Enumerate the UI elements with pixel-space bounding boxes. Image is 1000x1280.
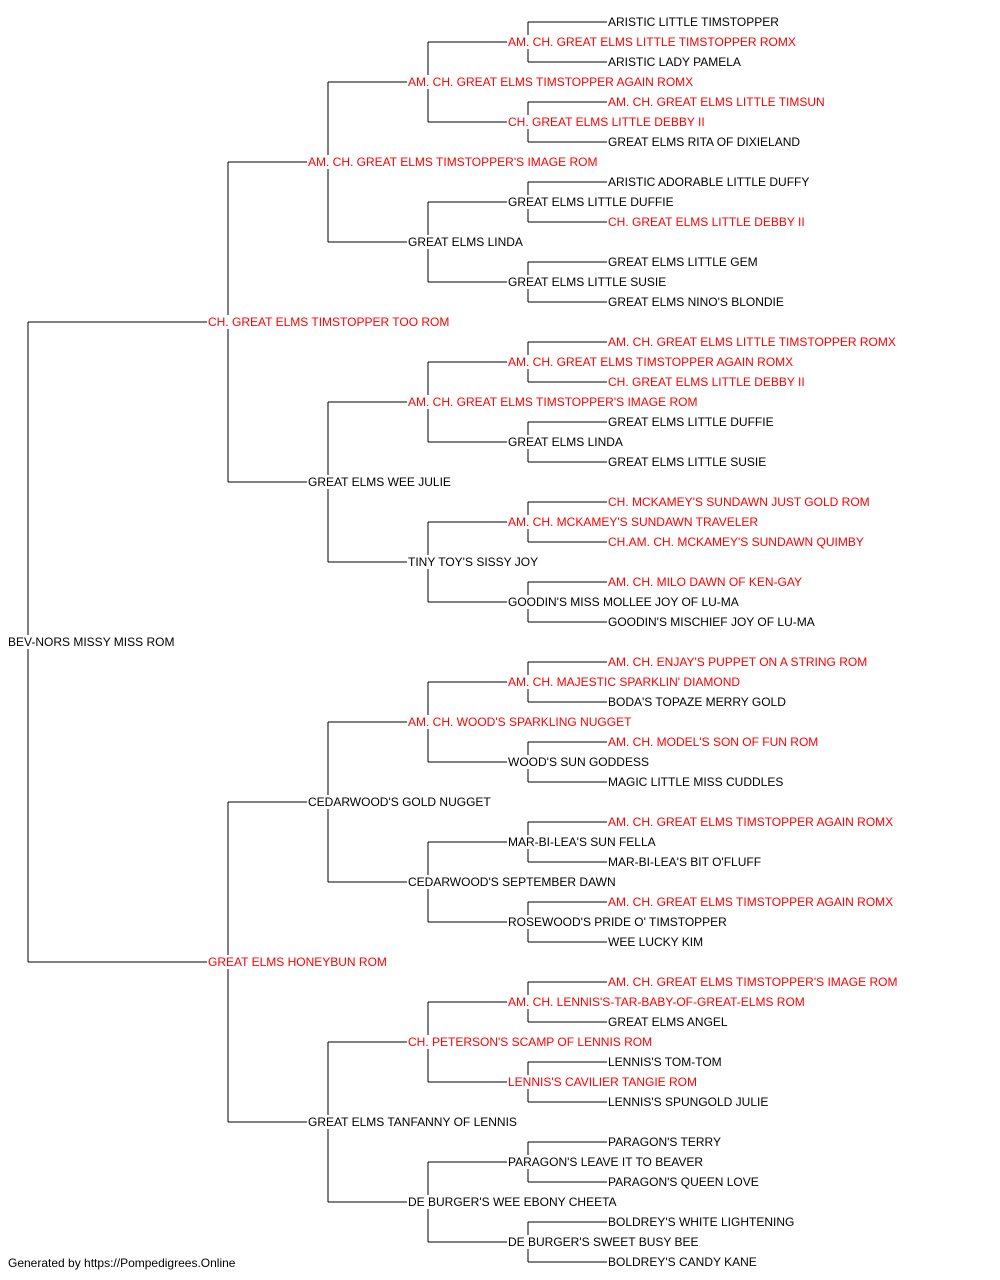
ancestor-name: DE BURGER'S WEE EBONY CHEETA <box>407 1195 618 1209</box>
ancestor-name: DE BURGER'S SWEET BUSY BEE <box>507 1235 700 1249</box>
ancestor-name: LENNIS'S CAVILIER TANGIE ROM <box>507 1075 698 1089</box>
ancestor-name: ARISTIC LADY PAMELA <box>607 55 742 69</box>
ancestor-name: AM. CH. WOOD'S SPARKLING NUGGET <box>407 715 633 729</box>
ancestor-name: WOOD'S SUN GODDESS <box>507 755 650 769</box>
ancestor-name: GREAT ELMS LITTLE DUFFIE <box>607 415 775 429</box>
ancestor-name: GREAT ELMS LITTLE SUSIE <box>507 275 668 289</box>
generated-by-footer: Generated by https://Pompedigrees.Online <box>8 1256 236 1270</box>
ancestor-name: MAR-BI-LEA'S SUN FELLA <box>507 835 657 849</box>
ancestor-name: CH. MCKAMEY'S SUNDAWN JUST GOLD ROM <box>607 495 871 509</box>
ancestor-name: WEE LUCKY KIM <box>607 935 705 949</box>
ancestor-name: AM. CH. MCKAMEY'S SUNDAWN TRAVELER <box>507 515 760 529</box>
ancestor-name: GREAT ELMS LINDA <box>507 435 624 449</box>
ancestor-name: AM. CH. ENJAY'S PUPPET ON A STRING ROM <box>607 655 869 669</box>
ancestor-name: CH. GREAT ELMS TIMSTOPPER TOO ROM <box>207 315 451 329</box>
ancestor-name: AM. CH. GREAT ELMS TIMSTOPPER AGAIN ROMX <box>407 75 695 89</box>
ancestor-name: PARAGON'S LEAVE IT TO BEAVER <box>507 1155 705 1169</box>
ancestor-name: MAGIC LITTLE MISS CUDDLES <box>607 775 785 789</box>
ancestor-name: ARISTIC LITTLE TIMSTOPPER <box>607 15 780 29</box>
ancestor-name: AM. CH. MODEL'S SON OF FUN ROM <box>607 735 820 749</box>
ancestor-name: BOLDREY'S CANDY KANE <box>607 1255 758 1269</box>
ancestor-name: GOODIN'S MISCHIEF JOY OF LU-MA <box>607 615 816 629</box>
ancestor-name: AM. CH. GREAT ELMS TIMSTOPPER'S IMAGE RO… <box>307 155 599 169</box>
ancestor-name: AM. CH. GREAT ELMS LITTLE TIMSUN <box>607 95 826 109</box>
ancestor-name: CH. GREAT ELMS LITTLE DEBBY II <box>507 115 706 129</box>
ancestor-name: ROSEWOOD'S PRIDE O' TIMSTOPPER <box>507 915 728 929</box>
ancestor-name: AM. CH. GREAT ELMS TIMSTOPPER'S IMAGE RO… <box>607 975 899 989</box>
ancestor-name: AM. CH. GREAT ELMS TIMSTOPPER AGAIN ROMX <box>507 355 795 369</box>
ancestor-name: GREAT ELMS RITA OF DIXIELAND <box>607 135 802 149</box>
subject-dog-name: BEV-NORS MISSY MISS ROM <box>7 635 176 649</box>
ancestor-name: GREAT ELMS LITTLE GEM <box>607 255 759 269</box>
ancestor-name: CH. PETERSON'S SCAMP OF LENNIS ROM <box>407 1035 654 1049</box>
ancestor-name: CH. GREAT ELMS LITTLE DEBBY II <box>607 215 806 229</box>
ancestor-name: GREAT ELMS LINDA <box>407 235 524 249</box>
ancestor-name: AM. CH. GREAT ELMS LITTLE TIMSTOPPER ROM… <box>607 335 897 349</box>
ancestor-name: CH. GREAT ELMS LITTLE DEBBY II <box>607 375 806 389</box>
ancestor-name: BODA'S TOPAZE MERRY GOLD <box>607 695 787 709</box>
ancestor-name: LENNIS'S TOM-TOM <box>607 1055 723 1069</box>
ancestor-name: PARAGON'S QUEEN LOVE <box>607 1175 760 1189</box>
ancestor-name: LENNIS'S SPUNGOLD JULIE <box>607 1095 770 1109</box>
ancestor-name: TINY TOY'S SISSY JOY <box>407 555 540 569</box>
ancestor-name: AM. CH. GREAT ELMS TIMSTOPPER'S IMAGE RO… <box>407 395 699 409</box>
ancestor-name: GREAT ELMS LITTLE SUSIE <box>607 455 768 469</box>
ancestor-name: AM. CH. GREAT ELMS TIMSTOPPER AGAIN ROMX <box>607 895 895 909</box>
ancestor-name: AM. CH. LENNIS'S-TAR-BABY-OF-GREAT-ELMS … <box>507 995 806 1009</box>
ancestor-name: GREAT ELMS NINO'S BLONDIE <box>607 295 785 309</box>
ancestor-name: AM. CH. MAJESTIC SPARKLIN' DIAMOND <box>507 675 742 689</box>
ancestor-name: PARAGON'S TERRY <box>607 1135 722 1149</box>
ancestor-name: ARISTIC ADORABLE LITTLE DUFFY <box>607 175 811 189</box>
ancestor-name: GREAT ELMS HONEYBUN ROM <box>207 955 388 969</box>
ancestor-name: GREAT ELMS LITTLE DUFFIE <box>507 195 675 209</box>
ancestor-name: GOODIN'S MISS MOLLEE JOY OF LU-MA <box>507 595 740 609</box>
ancestor-name: CEDARWOOD'S SEPTEMBER DAWN <box>407 875 617 889</box>
ancestor-name: MAR-BI-LEA'S BIT O'FLUFF <box>607 855 763 869</box>
ancestor-name: BOLDREY'S WHITE LIGHTENING <box>607 1215 796 1229</box>
ancestor-name: GREAT ELMS ANGEL <box>607 1015 729 1029</box>
ancestor-name: AM. CH. MILO DAWN OF KEN-GAY <box>607 575 804 589</box>
ancestor-name: CEDARWOOD'S GOLD NUGGET <box>307 795 492 809</box>
ancestor-name: GREAT ELMS WEE JULIE <box>307 475 452 489</box>
ancestor-name: GREAT ELMS TANFANNY OF LENNIS <box>307 1115 518 1129</box>
ancestor-name: AM. CH. GREAT ELMS LITTLE TIMSTOPPER ROM… <box>507 35 797 49</box>
ancestor-name: CH.AM. CH. MCKAMEY'S SUNDAWN QUIMBY <box>607 535 865 549</box>
ancestor-name: AM. CH. GREAT ELMS TIMSTOPPER AGAIN ROMX <box>607 815 895 829</box>
